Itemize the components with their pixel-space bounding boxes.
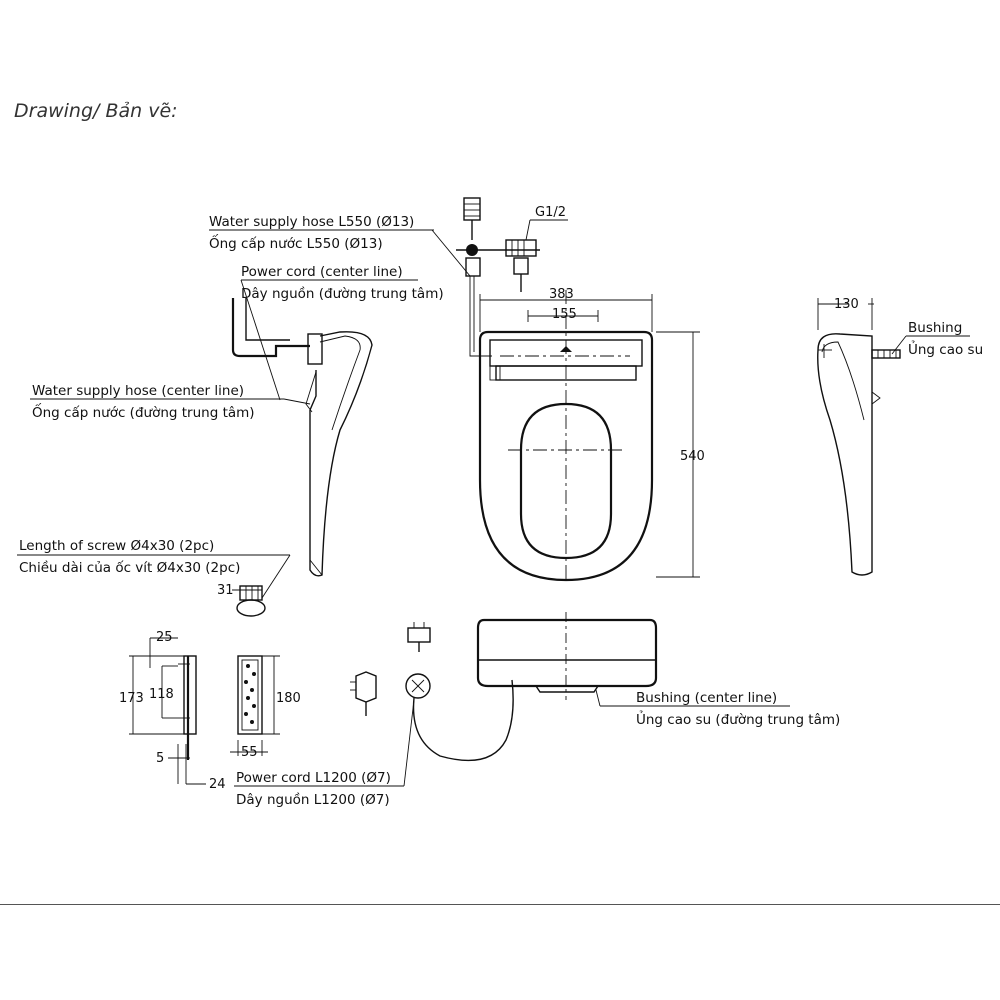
dimension-155: 155 — [552, 307, 577, 322]
thread-size-label: G1/2 — [535, 205, 566, 220]
power-plug-detail — [350, 622, 514, 762]
dimension-55: 55 — [241, 745, 258, 760]
power-cord-center-callout: Power cord (center line) Dây nguồn (đườn… — [240, 264, 444, 401]
power-cord-center-label-vi: Dây nguồn (đường trung tâm) — [241, 285, 444, 302]
bushing-label-vi: Ủng cao su — [908, 339, 983, 358]
bushing-center-callout: Bushing (center line) Ủng cao su (đường … — [595, 689, 840, 728]
bushing-center-label-vi: Ủng cao su (đường trung tâm) — [636, 709, 840, 728]
front-view-seat — [476, 612, 658, 700]
side-view-left — [231, 298, 373, 577]
power-cord-length-label-en: Power cord L1200 (Ø7) — [236, 770, 391, 786]
power-cord-length-callout: Power cord L1200 (Ø7) Dây nguồn L1200 (Ø… — [234, 699, 415, 808]
drawing-heading: Drawing/ Bản vẽ: — [14, 100, 178, 122]
dimension-118: 118 — [149, 687, 174, 702]
dimension-5: 5 — [156, 751, 164, 766]
water-hose-center-callout: Water supply hose (center line) Ống cấp … — [30, 383, 311, 421]
g12-fitting: G1/2 — [505, 205, 568, 292]
water-supply-hose-label-vi: Ống cấp nước L550 (Ø13) — [209, 233, 383, 252]
power-cord-length-label-vi: Dây nguồn L1200 (Ø7) — [236, 791, 390, 808]
dimension-383: 383 — [549, 287, 574, 302]
dimension-31: 31 — [217, 583, 234, 598]
page-divider — [0, 904, 1000, 905]
water-hose-center-label-en: Water supply hose (center line) — [32, 383, 244, 399]
dimension-25: 25 — [156, 630, 173, 645]
side-view-right: 130 — [817, 297, 901, 576]
bushing-center-label-en: Bushing (center line) — [636, 690, 777, 706]
water-hose-center-label-vi: Ống cấp nước (đường trung tâm) — [32, 402, 255, 421]
remote-front-detail: 180 55 — [230, 655, 301, 760]
remote-holder-detail: 25 173 118 5 24 — [119, 630, 226, 792]
power-cord-center-label-en: Power cord (center line) — [241, 264, 403, 280]
dimension-130: 130 — [834, 297, 859, 312]
water-supply-hose-callout: Water supply hose L550 (Ø13) Ống cấp nướ… — [209, 214, 471, 277]
dimension-180: 180 — [276, 691, 301, 706]
top-view-seat: 383 155 540 — [478, 287, 705, 582]
water-valve-fitting — [456, 197, 540, 357]
screw-detail: 31 — [217, 583, 266, 617]
water-supply-hose-label-en: Water supply hose L550 (Ø13) — [209, 214, 414, 230]
screw-callout: Length of screw Ø4x30 (2pc) Chiều dài củ… — [17, 538, 291, 599]
dimension-24: 24 — [209, 777, 226, 792]
dimension-173: 173 — [119, 691, 144, 706]
bushing-label-en: Bushing — [908, 320, 962, 336]
bushing-callout: Bushing Ủng cao su — [891, 320, 983, 358]
screw-label-en: Length of screw Ø4x30 (2pc) — [19, 538, 214, 554]
screw-label-vi: Chiều dài của ốc vít Ø4x30 (2pc) — [19, 559, 240, 576]
dimension-540: 540 — [680, 449, 705, 464]
